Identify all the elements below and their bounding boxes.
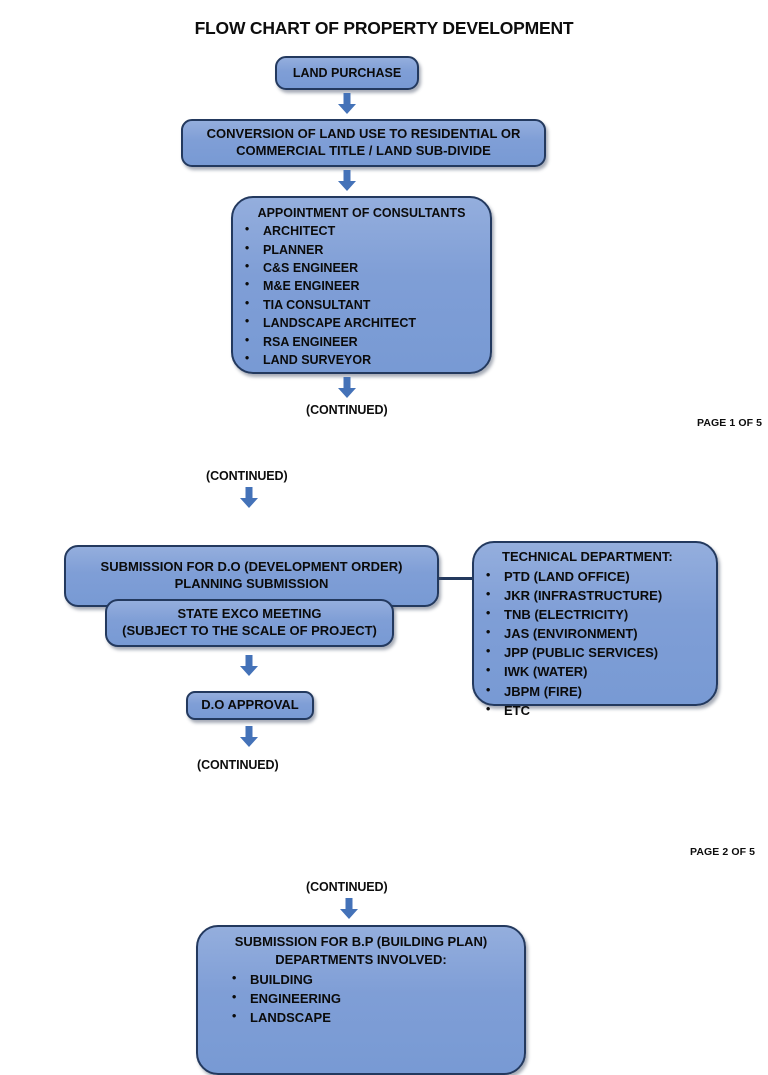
- node-land-purchase[interactable]: LAND PURCHASE: [275, 56, 419, 90]
- node-submission-do-line-0: SUBMISSION FOR D.O (DEVELOPMENT ORDER): [100, 559, 403, 575]
- node-submission-do-line-1: PLANNING SUBMISSION: [174, 576, 329, 591]
- page-footer-2: PAGE 2 OF 5: [690, 846, 756, 858]
- continued-label-page2-in: (CONTINUED): [206, 469, 288, 483]
- flowchart-page: FLOW CHART OF PROPERTY DEVELOPMENT LAND …: [0, 0, 768, 1024]
- list-item: TIA CONSULTANT: [233, 295, 490, 314]
- node-appointment-heading: APPOINTMENT OF CONSULTANTS: [257, 206, 466, 220]
- list-item: ARCHITECT: [233, 221, 490, 240]
- list-item: TNB (ELECTRICITY): [474, 604, 716, 624]
- arrow-down-icon: [239, 487, 259, 509]
- node-submission-for-do[interactable]: SUBMISSION FOR D.O (DEVELOPMENT ORDER) P…: [64, 545, 439, 607]
- list-item: PLANNER: [233, 240, 490, 259]
- page-footer-1: PAGE 1 OF 5: [697, 417, 763, 429]
- technical-department-list: PTD (LAND OFFICE) JKR (INFRASTRUCTURE) T…: [474, 566, 716, 720]
- list-item: LANDSCAPE: [220, 1007, 524, 1027]
- node-technical-department[interactable]: TECHNICAL DEPARTMENT: PTD (LAND OFFICE) …: [472, 541, 718, 718]
- arrow-down-icon: [337, 93, 357, 115]
- arrow-down-icon: [239, 566, 259, 588]
- page-title: FLOW CHART OF PROPERTY DEVELOPMENT: [194, 18, 574, 38]
- list-item: ETC: [474, 700, 716, 720]
- node-appointment-of-consultants[interactable]: APPOINTMENT OF CONSULTANTS ARCHITECT PLA…: [231, 196, 492, 374]
- node-submission-for-bp[interactable]: SUBMISSION FOR B.P (BUILDING PLAN) DEPAR…: [196, 925, 526, 1075]
- continued-label-page3-in: (CONTINUED): [306, 880, 388, 894]
- node-state-exco-meeting[interactable]: STATE EXCO MEETING (SUBJECT TO THE SCALE…: [105, 599, 394, 647]
- list-item: RSA ENGINEER: [233, 331, 490, 351]
- list-item: BUILDING: [220, 969, 524, 989]
- continued-label-page2-out: (CONTINUED): [197, 758, 279, 772]
- node-conversion-line-0: CONVERSION OF LAND USE TO RESIDENTIAL OR: [206, 126, 521, 142]
- list-item: JKR (INFRASTRUCTURE): [474, 585, 716, 605]
- arrow-down-icon: [239, 655, 259, 677]
- node-state-exco-line-1: (SUBJECT TO THE SCALE OF PROJECT): [122, 623, 377, 638]
- bp-departments-list: BUILDING ENGINEERING LANDSCAPE: [198, 969, 524, 1027]
- list-item: IWK (WATER): [474, 661, 716, 681]
- list-item: JBPM (FIRE): [474, 681, 716, 701]
- list-item: JPP (PUBLIC SERVICES): [474, 642, 716, 662]
- node-submission-bp-subheading: DEPARTMENTS INVOLVED:: [275, 951, 447, 967]
- arrow-down-icon: [337, 170, 357, 192]
- arrow-down-icon: [239, 726, 259, 748]
- continued-label-page1-out: (CONTINUED): [306, 403, 388, 417]
- list-item: PTD (LAND OFFICE): [474, 566, 716, 586]
- list-item: JAS (ENVIRONMENT): [474, 623, 716, 643]
- consultants-list: ARCHITECT PLANNER C&S ENGINEER M&E ENGIN…: [233, 221, 490, 369]
- list-item: LAND SURVEYOR: [233, 350, 490, 369]
- node-conversion-of-land-use[interactable]: CONVERSION OF LAND USE TO RESIDENTIAL OR…: [181, 119, 546, 167]
- connector-do-to-technical-department: [437, 577, 477, 580]
- node-submission-bp-heading: SUBMISSION FOR B.P (BUILDING PLAN): [234, 934, 488, 949]
- list-item: LANDSCAPE ARCHITECT: [233, 313, 490, 332]
- arrow-down-icon: [339, 898, 359, 920]
- arrow-down-icon: [337, 377, 357, 399]
- list-item: ENGINEERING: [220, 988, 524, 1008]
- node-do-approval-line-0: D.O APPROVAL: [201, 697, 299, 713]
- list-item: M&E ENGINEER: [233, 276, 490, 295]
- node-state-exco-line-0: STATE EXCO MEETING: [177, 606, 322, 622]
- list-item: C&S ENGINEER: [233, 258, 490, 277]
- node-land-purchase-line-0: LAND PURCHASE: [292, 65, 402, 80]
- node-do-approval[interactable]: D.O APPROVAL: [186, 691, 314, 720]
- node-technical-department-heading: TECHNICAL DEPARTMENT:: [502, 549, 673, 564]
- node-conversion-line-1: COMMERCIAL TITLE / LAND SUB-DIVIDE: [236, 143, 491, 158]
